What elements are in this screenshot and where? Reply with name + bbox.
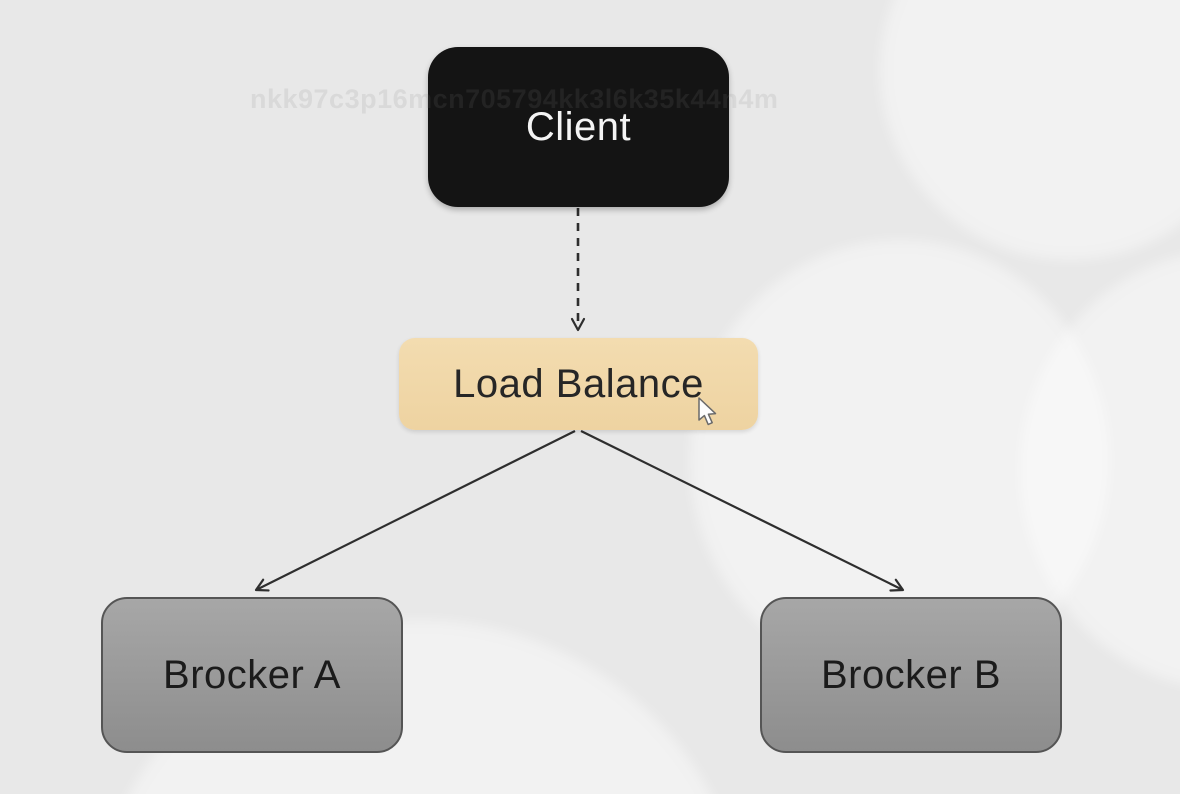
node-broker-a[interactable]: Brocker A	[101, 597, 403, 753]
node-load-balancer-label: Load Balance	[453, 361, 704, 406]
node-client[interactable]: Client	[428, 47, 729, 207]
node-load-balancer[interactable]: Load Balance	[399, 338, 758, 430]
node-broker-a-label: Brocker A	[163, 652, 341, 697]
edge-loadbalancer-to-broker-b	[580, 430, 905, 592]
node-broker-b[interactable]: Brocker B	[760, 597, 1062, 753]
node-client-label: Client	[525, 104, 632, 149]
node-broker-b-label: Brocker B	[820, 652, 1002, 697]
edge-loadbalancer-to-broker-a	[254, 430, 576, 592]
